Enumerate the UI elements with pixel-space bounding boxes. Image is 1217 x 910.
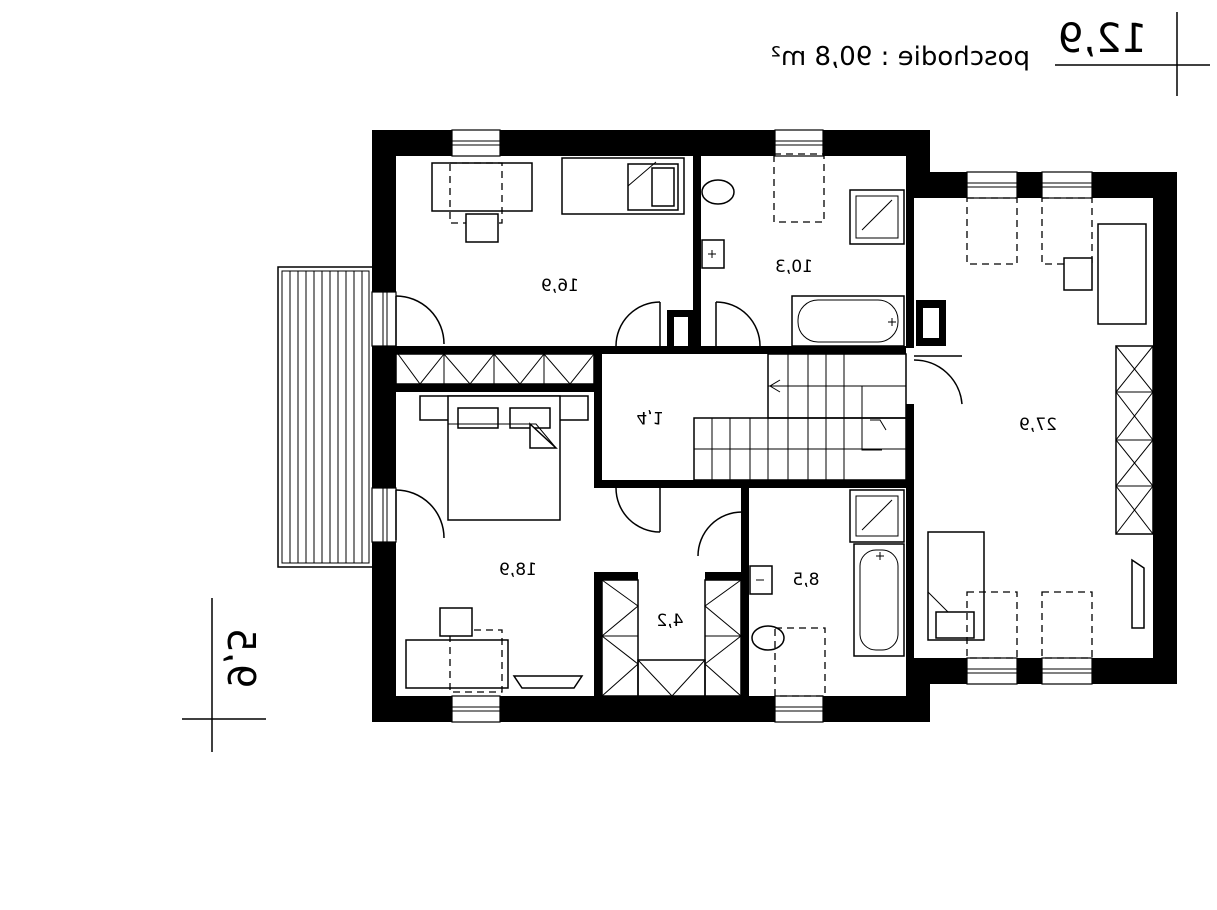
- room-area-bedroom-top: 16,9: [541, 276, 579, 296]
- room-area-bathroom-top: 10,3: [775, 257, 813, 277]
- room-area-wardrobe: 4,2: [656, 611, 683, 631]
- top-dimension-marker: [1055, 12, 1210, 96]
- bedroom-top-furniture: [431, 157, 685, 243]
- exterior-walls: [372, 130, 1177, 722]
- width-dimension-label: 12,9: [1058, 16, 1147, 62]
- depth-dimension-label: 9,5: [219, 628, 263, 688]
- room-area-large: 27,9: [1019, 415, 1057, 435]
- wardrobe-room-fixtures: [601, 579, 742, 697]
- room-area-hall: 4,1: [636, 407, 663, 427]
- staircase: [693, 353, 907, 481]
- doors: [395, 295, 963, 557]
- interior-walls: [396, 156, 946, 696]
- wardrobe-row: [395, 353, 595, 385]
- bathroom-bottom-fixtures: [749, 489, 905, 697]
- bedroom-bottom-furniture: [405, 395, 589, 693]
- balcony: [277, 266, 374, 568]
- room-area-bedroom-bottom: 18,9: [499, 560, 537, 580]
- room-area-bathroom-bottom: 8,5: [792, 570, 819, 590]
- floor-area-label: poschodie : 90,8 m²: [770, 42, 1030, 72]
- windows: [371, 129, 1093, 723]
- bathroom-top-fixtures: [701, 153, 905, 347]
- left-dimension-marker: [182, 598, 266, 752]
- large-room-furniture: [927, 197, 1154, 659]
